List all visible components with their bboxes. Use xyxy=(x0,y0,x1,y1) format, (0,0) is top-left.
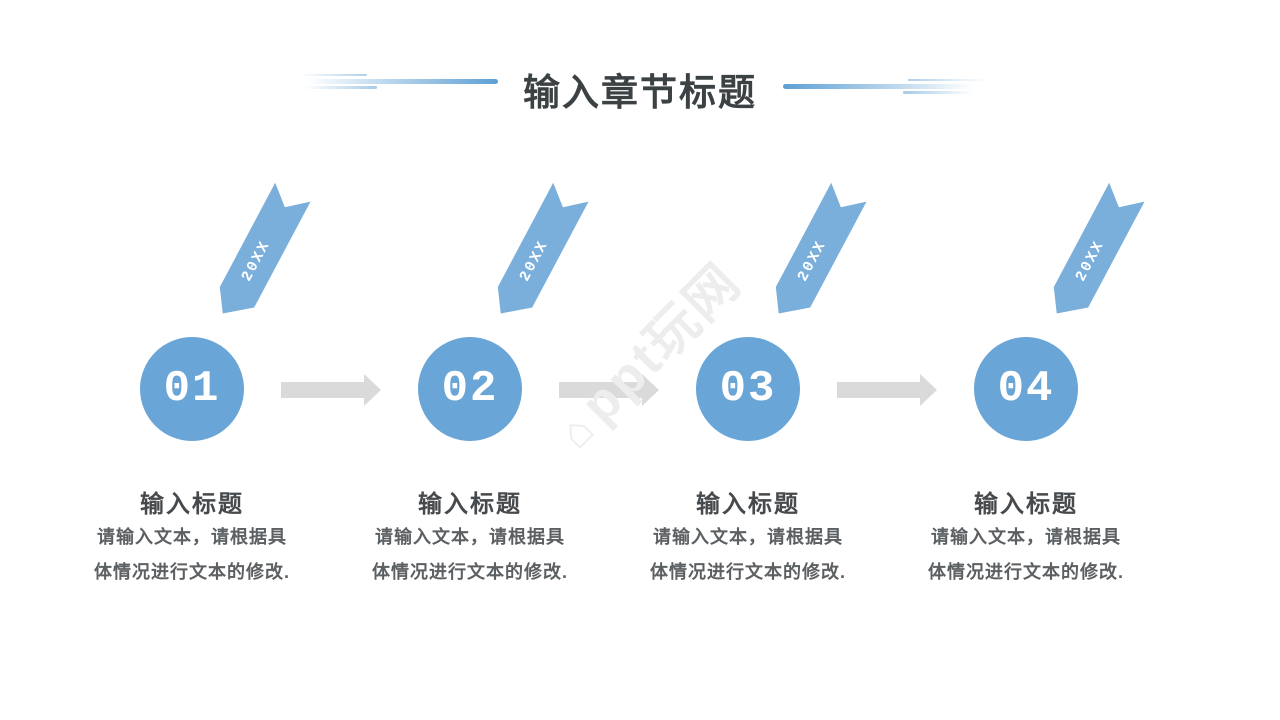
step-number: 04 xyxy=(997,364,1055,414)
ribbon-banner-icon xyxy=(497,182,589,314)
right-arrow-icon xyxy=(559,374,659,406)
step-circle: 04 xyxy=(974,337,1078,441)
step-body-text: 请输入文本，请根据具体情况进行文本的修改. xyxy=(928,527,1124,582)
ribbon-banner-icon xyxy=(775,182,867,314)
process-step-4: 20XX 04 输入标题 请输入文本，请根据具体情况进行文本的修改. xyxy=(887,0,1165,720)
step-heading: 输入标题 xyxy=(140,491,244,518)
ribbon-banner-icon xyxy=(1053,182,1145,314)
year-ribbon: 20XX xyxy=(765,182,868,325)
step-heading: 输入标题 xyxy=(974,491,1078,518)
step-heading: 输入标题 xyxy=(418,491,522,518)
year-ribbon: 20XX xyxy=(1043,182,1146,325)
title-deco-line-right-top xyxy=(908,79,985,81)
step-circle: 03 xyxy=(696,337,800,441)
step-number: 03 xyxy=(719,364,777,414)
year-ribbon: 20XX xyxy=(209,182,312,325)
process-step-3: 20XX 03 输入标题 请输入文本，请根据具体情况进行文本的修改. xyxy=(609,0,887,720)
title-deco-line-left-main xyxy=(308,79,498,84)
step-heading: 输入标题 xyxy=(696,491,800,518)
title-deco-line-left-top xyxy=(300,74,367,76)
ribbon-banner-icon xyxy=(219,182,311,314)
step-body-text: 请输入文本，请根据具体情况进行文本的修改. xyxy=(372,527,568,582)
step-circle: 02 xyxy=(418,337,522,441)
page-title: 输入章节标题 xyxy=(523,72,757,113)
right-arrow-icon xyxy=(281,374,381,406)
step-number: 02 xyxy=(441,364,499,414)
year-ribbon: 20XX xyxy=(487,182,590,325)
right-arrow-icon xyxy=(837,374,937,406)
title-deco-line-left-bottom xyxy=(305,86,377,89)
process-step-1: 20XX 01 输入标题 请输入文本，请根据具体情况进行文本的修改. xyxy=(53,0,331,720)
title-deco-line-right-main xyxy=(783,84,973,89)
step-body-text: 请输入文本，请根据具体情况进行文本的修改. xyxy=(94,527,290,582)
step-body-text: 请输入文本，请根据具体情况进行文本的修改. xyxy=(650,527,846,582)
step-number: 01 xyxy=(163,364,221,414)
process-step-2: 20XX 02 输入标题 请输入文本，请根据具体情况进行文本的修改. xyxy=(331,0,609,720)
step-circle: 01 xyxy=(140,337,244,441)
title-deco-line-right-bottom xyxy=(903,91,973,94)
